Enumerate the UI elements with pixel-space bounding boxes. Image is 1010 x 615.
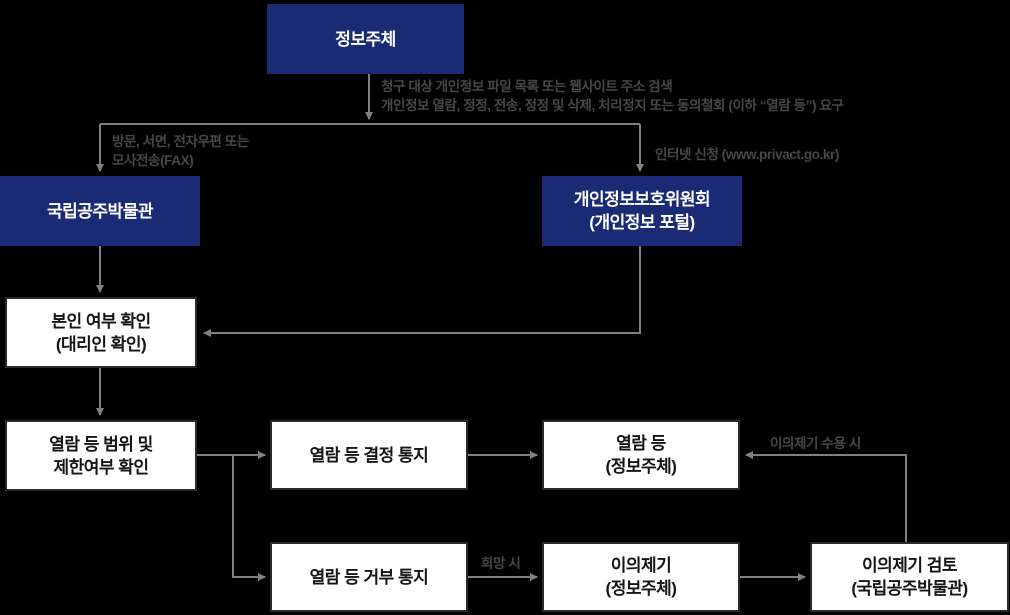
node-label-line1: 이의제기 검토: [861, 556, 958, 575]
node-access: 열람 등 (정보주체): [542, 420, 740, 490]
edge-label-wish: 희망 시: [481, 556, 521, 571]
node-objection-review: 이의제기 검토 (국립공주박물관): [810, 542, 1009, 612]
edge-label-offline: 방문, 서면, 전자우편 또는 모사전송(FAX): [112, 132, 249, 170]
edge-label-request-line2: 개인정보 열람, 정정, 전송, 정정 및 삭제, 처리정지 또는 동의철회 (…: [381, 98, 844, 113]
edge-pipc-verify: [203, 246, 641, 337]
node-identity-verify: 본인 여부 확인 (대리인 확인): [5, 297, 197, 368]
node-label-line2: (정보주체): [605, 457, 677, 476]
node-label-line2: (개인정보 포털): [589, 213, 695, 232]
edge-label-online: 인터넷 신청 (www.privact.go.kr): [655, 147, 839, 162]
edge-label-offline-line2: 모사전송(FAX): [112, 153, 194, 168]
node-label-line2: (국립공주박물관): [851, 579, 968, 598]
node-label-line1: 열람 등 범위 및: [49, 434, 153, 454]
node-museum: 국립공주박물관: [0, 176, 200, 246]
node-label-line1: 개인정보보호위원회: [573, 190, 711, 209]
edge-label-accept: 이의제기 수용 시: [770, 436, 861, 451]
node-label: 열람 등 결정 통지: [309, 445, 429, 465]
edge-label-request-line1: 청구 대상 개인정보 파일 목록 또는 웹사이트 주소 검색: [381, 79, 673, 94]
node-label-line1: 이의제기: [610, 556, 672, 575]
node-label-line1: 열람 등: [616, 434, 666, 453]
node-label: 국립공주박물관: [47, 201, 153, 221]
node-data-subject: 정보주체: [267, 4, 464, 74]
node-label-line2: (대리인 확인): [55, 334, 147, 354]
node-label-line2: (정보주체): [605, 579, 677, 598]
node-decision-notice: 열람 등 결정 통지: [270, 420, 468, 490]
node-label: 열람 등 거부 통지: [309, 567, 429, 587]
node-scope-check: 열람 등 범위 및 제한여부 확인: [5, 420, 197, 491]
node-objection: 이의제기 (정보주체): [542, 542, 740, 612]
edge-review-access: [745, 451, 907, 542]
edge-scope-refusal: [232, 455, 266, 581]
edge-label-request: 청구 대상 개인정보 파일 목록 또는 웹사이트 주소 검색 개인정보 열람, …: [381, 77, 844, 115]
node-label-line2: 제한여부 확인: [53, 457, 149, 477]
node-label: 정보주체: [335, 29, 396, 49]
node-pipc: 개인정보보호위원회 (개인정보 포털): [542, 176, 742, 246]
node-label-line1: 본인 여부 확인: [51, 311, 151, 331]
edge-label-offline-line1: 방문, 서면, 전자우편 또는: [112, 134, 249, 149]
node-refusal-notice: 열람 등 거부 통지: [270, 542, 468, 612]
